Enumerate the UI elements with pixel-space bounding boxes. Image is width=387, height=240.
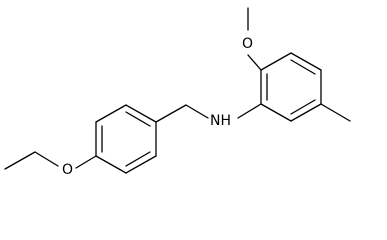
ring1-bond-2 xyxy=(95,104,127,123)
bond-ethyl-ch2-o xyxy=(34,151,59,167)
ring2-bond-1 xyxy=(260,103,292,122)
atom-label-nh: NH xyxy=(210,113,231,129)
bond-ethyl-ch3-ch2 xyxy=(4,151,36,170)
atom-label-o-ethoxy: O xyxy=(62,162,73,178)
ring2-bond-4 xyxy=(290,52,322,71)
ring2-double-3 xyxy=(290,59,316,75)
bond-ch2-nh xyxy=(185,104,209,119)
ring1-bond-5 xyxy=(125,155,157,174)
bond-o-ring1 xyxy=(75,155,97,169)
ring1-double-2 xyxy=(125,111,151,127)
ring2-double-2 xyxy=(290,99,316,115)
bond-nh-ring2 xyxy=(237,103,262,119)
molecule-structure: O NH O xyxy=(4,7,351,178)
bond-ring2-o xyxy=(247,54,262,71)
ring1-double-3 xyxy=(125,151,151,167)
atom-label-o-methoxy: O xyxy=(242,36,253,52)
bond-ring2-ch3 xyxy=(320,103,351,122)
ring1-bond-6 xyxy=(95,155,127,174)
ring2-bond-5 xyxy=(260,52,292,71)
ring2-bond-2 xyxy=(290,103,322,122)
ring-methoxymethylphenyl xyxy=(260,52,322,122)
bond-ring1-ch2 xyxy=(155,104,187,123)
ring1-bond-3 xyxy=(125,104,157,123)
ring-ethoxyphenyl xyxy=(95,104,157,174)
structure-canvas: O NH O xyxy=(4,7,351,178)
